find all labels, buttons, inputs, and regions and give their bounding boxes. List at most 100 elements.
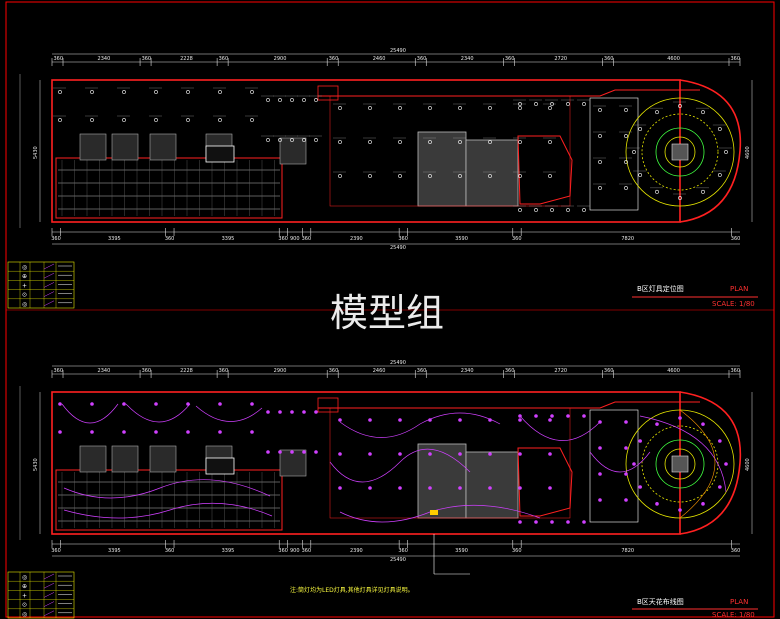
fixture	[724, 462, 728, 466]
fixture	[718, 485, 722, 489]
fixture	[582, 414, 586, 418]
fixture	[458, 106, 462, 110]
bottom-dim-label: 7820	[621, 236, 634, 242]
fixture	[278, 98, 282, 102]
bottom-dim-label: 7820	[621, 548, 634, 554]
fixture	[624, 160, 628, 164]
fixture	[398, 452, 402, 456]
wiring-plan-plan-word: PLAN	[730, 598, 748, 606]
inner-ceiling	[329, 407, 571, 519]
fixture	[266, 98, 270, 102]
bottom-total-dim: 25490	[390, 557, 406, 563]
fixture	[548, 418, 552, 422]
fixture	[338, 452, 342, 456]
legend-wire-sample	[43, 282, 55, 288]
legend-symbol: ◎	[22, 574, 27, 581]
top-dim-label: 360	[54, 368, 64, 374]
fixture	[154, 90, 158, 94]
fixture	[302, 98, 306, 102]
fixture	[518, 174, 522, 178]
fixture	[598, 498, 602, 502]
stage-outline	[517, 135, 573, 205]
fixture	[548, 106, 552, 110]
fixture	[701, 502, 705, 506]
fixture	[458, 486, 462, 490]
equipment-box	[205, 457, 235, 475]
right-partition	[589, 409, 639, 523]
round-ceiling-core	[664, 136, 696, 168]
legend-wire-sample	[43, 592, 55, 598]
fixture	[550, 102, 554, 106]
column	[111, 445, 139, 473]
round-ceiling-mid	[641, 113, 719, 191]
wire-run	[339, 412, 501, 438]
ceiling-band	[318, 89, 700, 97]
bottom-dim-label: 360	[302, 236, 312, 242]
top-dim-label: 2720	[554, 56, 567, 62]
wire-run	[63, 479, 271, 499]
top-dim-label: 360	[505, 56, 515, 62]
fixture	[566, 414, 570, 418]
fixture	[701, 110, 705, 115]
top-dim-label: 360	[329, 56, 339, 62]
fixture	[566, 520, 570, 524]
fixture	[655, 422, 659, 426]
fixture	[701, 189, 705, 194]
fixture	[566, 102, 570, 106]
legend-blocks: ◎⊕+⊙◎◎⊕+⊙◎	[7, 261, 75, 619]
bottom-dim-label: 2390	[350, 236, 363, 242]
fixture	[314, 138, 318, 142]
top-dim-label: 360	[505, 368, 515, 374]
fixture	[624, 186, 628, 190]
fixture	[655, 110, 659, 115]
fixture	[488, 106, 492, 110]
column	[279, 137, 307, 165]
fixture	[488, 140, 492, 144]
fixture	[368, 140, 372, 144]
fixture	[338, 486, 342, 490]
fixture	[550, 414, 554, 418]
right-dim-label: 4600	[745, 146, 751, 159]
fixture	[218, 90, 222, 94]
fixture	[428, 452, 432, 456]
column	[149, 445, 177, 473]
fixture	[58, 118, 62, 122]
fixture	[548, 486, 552, 490]
legend-symbol: ⊕	[22, 583, 27, 590]
bottom-dim-label: 900	[290, 236, 300, 242]
fixture	[90, 118, 94, 122]
wire-run	[61, 403, 119, 424]
chandelier	[671, 455, 689, 473]
fixture	[548, 174, 552, 178]
fixture	[278, 410, 282, 414]
fixture	[122, 430, 126, 434]
top-dim-label: 360	[604, 56, 614, 62]
fixture	[717, 173, 722, 177]
fixture	[655, 502, 659, 506]
inner-ceiling	[329, 95, 571, 207]
wire-run	[329, 448, 471, 483]
ceiling-box	[317, 85, 339, 101]
fixture	[624, 420, 628, 424]
watermark: 模型组	[330, 291, 444, 335]
fixture	[266, 138, 270, 142]
legend-symbol: ⊙	[22, 602, 27, 609]
bottom-dim-label: 360	[398, 548, 408, 554]
round-ceiling-core	[664, 448, 696, 480]
fixture	[701, 422, 705, 426]
lighting-plan-titleblock: B区灯具定位图 PLAN SCALE: 1/80	[632, 284, 758, 308]
fixture	[154, 430, 158, 434]
top-dim-label: 360	[604, 368, 614, 374]
bottom-dim-label: 360	[302, 548, 312, 554]
outer-wall	[51, 391, 681, 535]
fixture	[518, 102, 522, 106]
wiring-plan-titleblock: B区天花布线图 PLAN SCALE: 1/80	[632, 597, 758, 619]
left-dim-label: 5430	[33, 458, 39, 471]
column	[79, 445, 107, 473]
fixture	[278, 450, 282, 454]
fixture	[458, 140, 462, 144]
top-dim-label: 360	[142, 368, 152, 374]
fixture	[582, 102, 586, 106]
column	[79, 133, 107, 161]
